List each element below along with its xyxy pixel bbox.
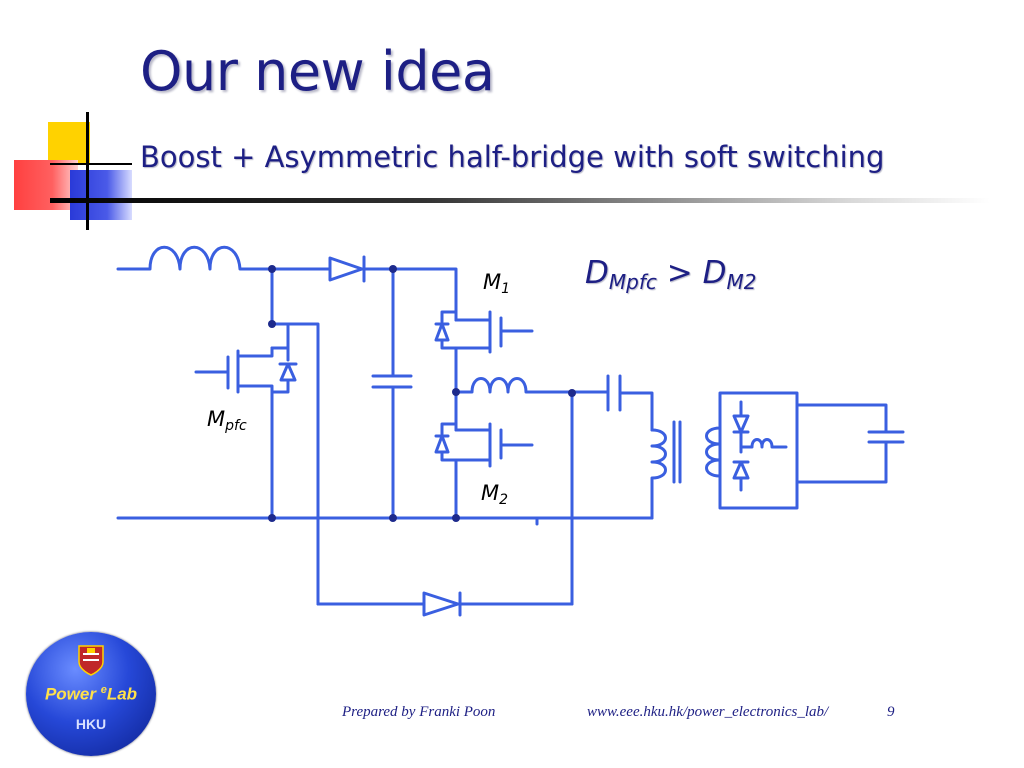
slide-subtitle: Boost + Asymmetric half-bridge with soft… (140, 140, 885, 174)
label-mpfc-main: M (207, 407, 226, 431)
boost-diode (328, 255, 366, 283)
deco-blue-square (70, 170, 132, 220)
mpfc-drain-wire (270, 267, 290, 350)
eq-d1: D (585, 255, 609, 291)
footer-prepared-by: Prepared by Franki Poon (342, 704, 496, 720)
m2-mosfet (434, 390, 534, 468)
rectifier-box (718, 391, 799, 510)
bus-capacitor (371, 374, 413, 389)
rectifier-diode-bottom (732, 460, 750, 492)
logo-name: Power eLab (26, 684, 156, 705)
mpfc-mosfet (194, 346, 298, 394)
deco-vertical-line (86, 112, 89, 230)
eq-d2: D (702, 255, 727, 291)
duty-cycle-equation: DMpfc > DM2 (585, 255, 756, 294)
slide-number: 9 (887, 704, 895, 720)
m1-mosfet (434, 310, 534, 354)
eq-d2-sub: M2 (726, 270, 757, 294)
label-m2-main: M (481, 481, 500, 505)
output-inductor (739, 438, 788, 449)
series-capacitor (606, 374, 622, 412)
slide-title: Our new idea (140, 40, 495, 103)
transformer-secondary (705, 418, 722, 486)
logo-name-b: Lab (106, 684, 138, 704)
label-mpfc-sub: pfc (225, 418, 247, 434)
eq-operator: > (656, 255, 703, 291)
junction-dots (268, 265, 576, 522)
rectifier-diode-top (732, 400, 750, 434)
output-wire-top (795, 403, 888, 434)
label-m1-sub: 1 (501, 281, 511, 297)
label-m2-sub: 2 (499, 492, 509, 508)
input-inductor (116, 245, 274, 271)
resonant-inductor (454, 377, 610, 394)
label-m1-main: M (483, 270, 502, 294)
deco-horizontal-line (50, 163, 132, 165)
series-cap-out (618, 391, 654, 432)
label-m2: M2 (481, 481, 508, 508)
label-m1: M1 (483, 270, 510, 297)
logo-name-sup: e (100, 684, 107, 696)
logo-name-a: Power (44, 684, 101, 704)
footer-url[interactable]: www.eee.hku.hk/power_electronics_lab/ (587, 704, 829, 720)
logo-org: HKU (75, 716, 107, 732)
output-wire-bottom (795, 440, 888, 484)
title-rule (50, 198, 990, 203)
clamp-diode (422, 591, 462, 617)
hku-crest-icon (78, 645, 104, 676)
mpfc-node-wire (270, 322, 320, 606)
power-elab-logo: Power eLab HKU (26, 632, 156, 756)
deco-yellow-square (48, 122, 90, 164)
transformer-primary (650, 428, 667, 520)
label-mpfc: Mpfc (207, 407, 247, 434)
eq-d1-sub: Mpfc (608, 270, 657, 294)
